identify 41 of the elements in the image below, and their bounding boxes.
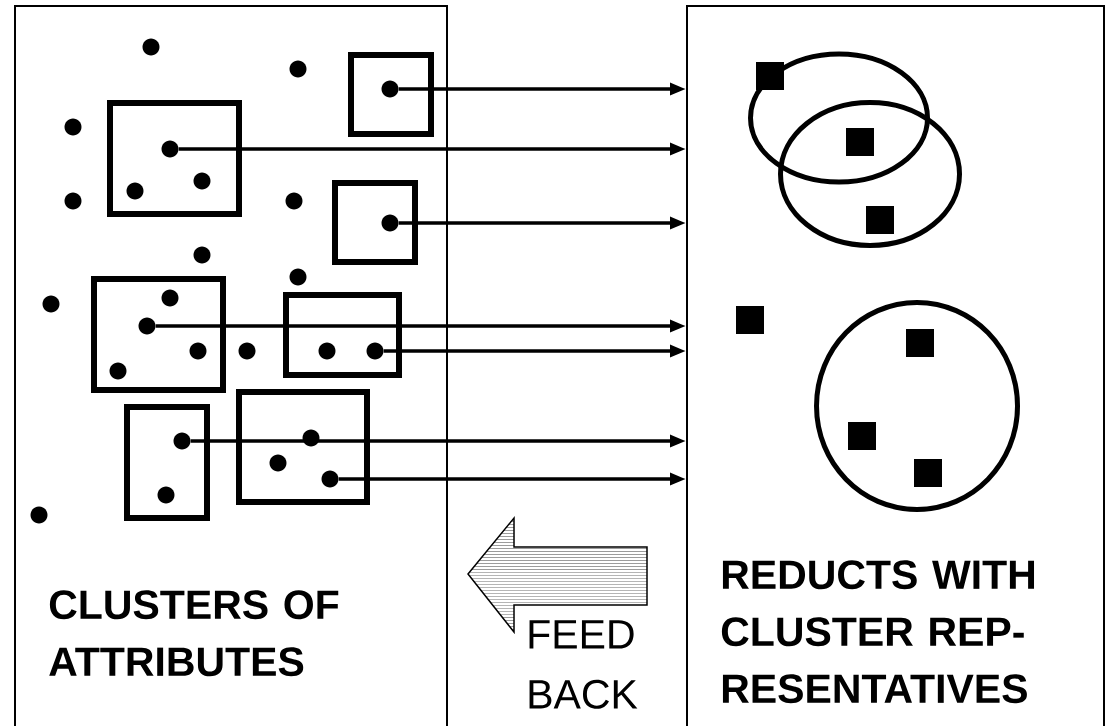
cluster-box: [236, 389, 370, 505]
dot: [189, 342, 207, 360]
panel: [14, 5, 448, 726]
panel-heading: CLUSTERS OF ATTRIBUTES: [49, 590, 339, 677]
dot: [42, 295, 60, 313]
cluster-box: [124, 404, 210, 521]
dot: [64, 192, 82, 210]
dot: [30, 506, 48, 524]
dot: [126, 182, 144, 200]
panel-heading: REDUCTS WITH CLUSTER REP- RESENTATIVES: [721, 560, 1034, 704]
dot: [318, 342, 336, 360]
cluster-box: [91, 276, 226, 393]
cluster-box: [332, 180, 418, 265]
cluster-box: [107, 100, 242, 217]
group-ellipse: [778, 100, 962, 248]
dot: [238, 342, 256, 360]
group-ellipse: [748, 51, 930, 185]
dot: [109, 362, 127, 380]
dot: [381, 214, 399, 232]
group-ellipse: [814, 300, 1020, 512]
dot: [64, 118, 82, 136]
dot: [157, 486, 175, 504]
dot: [366, 342, 384, 360]
dot: [161, 289, 179, 307]
dot: [193, 246, 211, 264]
dot: [173, 432, 191, 450]
dot: [321, 470, 339, 488]
edge-label: FEED BACK: [529, 620, 638, 709]
dot: [289, 60, 307, 78]
dot: [381, 80, 399, 98]
dot: [138, 317, 156, 335]
dot: [289, 268, 307, 286]
dot: [285, 192, 303, 210]
dot: [161, 140, 179, 158]
dot: [302, 429, 320, 447]
cluster-box: [348, 52, 434, 137]
dot: [142, 38, 160, 56]
panel: [686, 5, 1105, 726]
dot: [269, 454, 287, 472]
cluster-box: [283, 292, 402, 378]
dot: [193, 172, 211, 190]
